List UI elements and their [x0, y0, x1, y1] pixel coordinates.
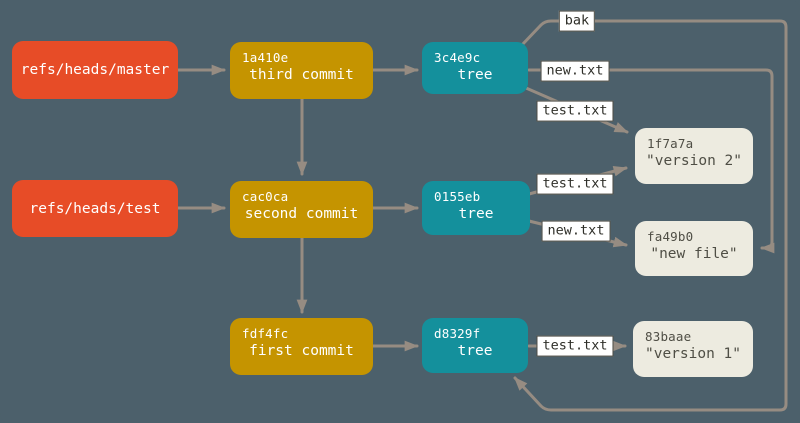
commit-hash: cac0ca [242, 189, 289, 204]
tree-label: tree [457, 343, 493, 359]
blob-hash: fa49b0 [647, 229, 694, 244]
blob-node-83baae: 83baae "version 1" [633, 321, 753, 377]
edge-label-new-txt-1: new.txt [540, 60, 610, 82]
tree-hash: 0155eb [434, 189, 481, 204]
ref-node-master: refs/heads/master [12, 41, 178, 99]
ref-test-label: refs/heads/test [29, 200, 161, 217]
edge-label-bak: bak [558, 10, 596, 32]
tree-node-d8329f: d8329f tree [422, 318, 528, 373]
tree-hash: 3c4e9c [434, 50, 481, 65]
tree-label: tree [457, 67, 493, 83]
edge-newtxt-wraparound-to-newfile-blob [527, 68, 775, 254]
commit-node-second: cac0ca second commit [230, 181, 373, 238]
edge-label-new-txt-2: new.txt [541, 220, 611, 242]
commit-hash: 1a410e [242, 50, 289, 65]
commit-node-third: 1a410e third commit [230, 42, 373, 99]
tree-node-3c4e9c: 3c4e9c tree [422, 42, 528, 94]
commit-label: third commit [249, 67, 354, 83]
ref-node-test: refs/heads/test [12, 180, 178, 237]
tree-hash: d8329f [434, 326, 481, 341]
blob-hash: 83baae [645, 329, 692, 344]
ref-master-label: refs/heads/master [20, 62, 170, 78]
edge-label-test-txt-1: test.txt [536, 100, 614, 122]
blob-label: "new file" [650, 246, 738, 262]
tree-node-0155eb: 0155eb tree [422, 181, 530, 235]
blob-node-1f7a7a: 1f7a7a "version 2" [635, 128, 753, 184]
edge-label-test-txt-3: test.txt [536, 335, 614, 357]
edge-bak-wraparound-to-first-tree [513, 19, 788, 412]
blob-label: "version 2" [645, 153, 743, 169]
blob-label: "version 1" [644, 346, 742, 362]
commit-label: second commit [244, 206, 359, 222]
commit-hash: fdf4fc [242, 326, 289, 341]
blob-hash: 1f7a7a [647, 136, 694, 151]
commit-label: first commit [249, 343, 354, 359]
blob-node-fa49b0: fa49b0 "new file" [635, 221, 753, 276]
commit-node-first: fdf4fc first commit [230, 318, 373, 375]
tree-label: tree [458, 206, 494, 222]
edge-label-test-txt-2: test.txt [536, 173, 614, 195]
